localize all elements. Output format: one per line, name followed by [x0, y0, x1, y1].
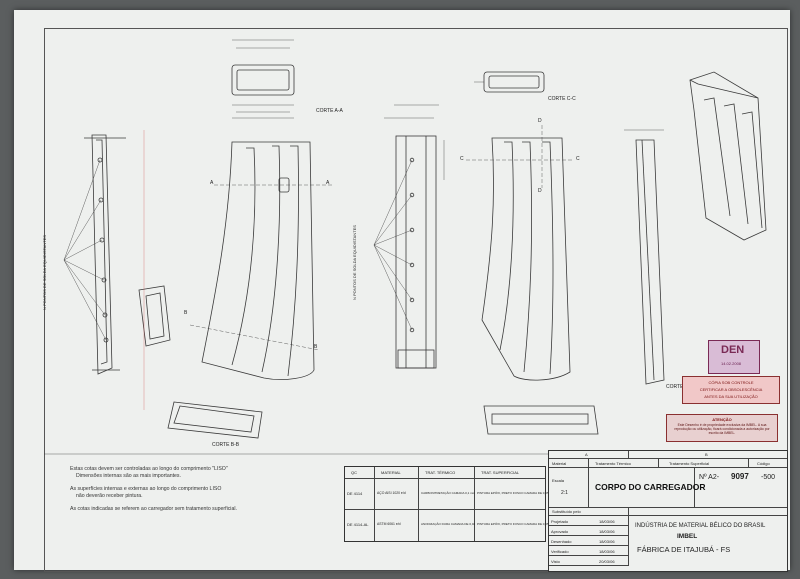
- tb-row-label: Projetado: [551, 519, 569, 524]
- attention-text: Este Desenho é de propriedade exclusiva …: [674, 423, 770, 435]
- tb-company-line1: INDÚSTRIA DE MATERIAL BÉLICO DO BRASIL: [635, 523, 766, 529]
- mat-row2-qc: DE 4114-AL: [347, 522, 369, 527]
- copy-line-2: CERTIFICAR A OBSOLESCÊNCIA: [699, 387, 763, 392]
- section-aa-label: CORTE A-A: [316, 108, 343, 114]
- section-cc-profile: [483, 71, 545, 93]
- note-2b: não deverão receber pintura.: [76, 493, 143, 499]
- title-block: A B Material Tratamento Térmico Tratamen…: [548, 450, 788, 572]
- approval-stamp: DEN 14.02.2008: [708, 340, 760, 374]
- copy-line-1: CÓPIA SOB CONTROLE: [708, 380, 754, 385]
- attention-title: ATENÇÃO: [712, 417, 732, 422]
- tb-factory: FÁBRICA DE ITAJUBÁ - FS: [637, 545, 731, 554]
- tb-code: Código: [757, 461, 770, 466]
- cut-marker-d-top: D: [538, 118, 542, 124]
- side-view-left-outline: [91, 134, 113, 375]
- tb-row-date: 18/03/06: [599, 549, 615, 554]
- tb-row-date: 20/03/06: [599, 559, 615, 564]
- tb-drawing-prefix: Nº A2-: [699, 474, 720, 481]
- section-bb-label: CORTE B-B: [212, 442, 240, 448]
- mat-row2-material: ASTM 6061 e/d: [377, 522, 401, 526]
- note-1a: Estas cotas devem ser controladas ao lon…: [70, 466, 228, 472]
- tb-drawing-number: 9097: [731, 472, 749, 481]
- cut-marker-a-left: A: [210, 180, 214, 186]
- attention-notice: ATENÇÃO Este Desenho é de propriedade ex…: [666, 414, 778, 442]
- tb-surface-treat: Tratamento Superficial: [669, 461, 710, 466]
- mat-row2-heat: ANODIZAÇÃO DURA CAMADA DE 0,02: [421, 522, 476, 526]
- stamp-date: 14.02.2008: [721, 361, 742, 366]
- stamp-label: DEN: [721, 344, 745, 356]
- tb-title: CORPO DO CARREGADOR: [595, 482, 706, 492]
- mat-row1-heat: CARBONITRETAÇÃO CAMADA 0,1 mm: [421, 491, 476, 495]
- spot-weld-note-left: N PONTOS DE SOLDA EQUIDISTANTES: [42, 235, 47, 310]
- magazine-rear-view: [481, 137, 571, 381]
- mat-row1-material: AÇO AISI 1020 e/d: [377, 491, 406, 495]
- mat-row2-surface: PINTURA EPÓXI, PRETO FOSCO CAMADA DE 0,0…: [477, 522, 556, 526]
- cut-marker-c-right: C: [576, 156, 580, 162]
- technical-drawing: [44, 39, 786, 455]
- tb-row-date: 18/03/06: [599, 529, 615, 534]
- feed-lip-view: [483, 405, 599, 435]
- tb-row-label: Aprovado: [551, 529, 569, 534]
- section-dd-label: CORTE D-D: [666, 384, 694, 390]
- cut-marker-a-right: A: [326, 180, 330, 186]
- side-view-center-outline: [395, 135, 437, 369]
- drawing-sheet: CORTE A-A CORTE B-B CORTE C-C CORTE D-D …: [14, 10, 790, 572]
- copy-line-3: ANTES DA SUA UTILIZAÇÃO: [704, 394, 758, 399]
- tb-heat-treat: Tratamento Térmico: [595, 461, 631, 466]
- mat-header-surface: TRAT. SUPERFICIAL: [481, 470, 520, 475]
- section-dd-profile: [635, 139, 665, 385]
- section-cc-label: CORTE C-C: [548, 96, 576, 102]
- tb-col-a: A: [585, 452, 588, 457]
- spot-weld-holes: [97, 157, 109, 343]
- mat-header-heat: TRAT. TÉRMICO: [425, 470, 456, 475]
- tb-row-date: 18/03/06: [599, 519, 615, 524]
- cut-marker-b-right: B: [314, 344, 318, 350]
- note-1b: Dimensões internas são as mais important…: [76, 473, 181, 479]
- tb-scale-value: 2:1: [561, 490, 568, 496]
- mat-header-material: MATERIAL: [381, 470, 401, 475]
- note-2a: As superfícies internas e externas ao lo…: [70, 486, 222, 492]
- isometric-view: [689, 71, 767, 241]
- magazine-front-view: [201, 141, 315, 380]
- mat-row1-surface: PINTURA EPÓXI, PRETO FOSCO CAMADA DE 0,0…: [477, 491, 556, 495]
- follower-sketch: [138, 285, 171, 347]
- tb-material: Material: [552, 461, 567, 466]
- tb-company-line2: IMBEL: [677, 533, 698, 540]
- tb-row-label: Desenhado: [551, 539, 572, 544]
- section-aa-profile: [231, 64, 295, 96]
- materials-table: QC MATERIAL TRAT. TÉRMICO TRAT. SUPERFIC…: [344, 466, 556, 542]
- tb-signatures: Projetado 18/03/06 Aprovado 18/03/06 Desen…: [549, 516, 629, 566]
- spot-weld-note-center: N PONTOS DE SOLDA EQUIDISTANTES: [352, 225, 357, 300]
- cut-marker-b-left: B: [184, 310, 188, 316]
- tb-signed-label: Substituído pelo: [552, 509, 581, 514]
- drawing-frame: [44, 28, 788, 572]
- controlled-copy-stamp: CÓPIA SOB CONTROLE CERTIFICAR A OBSOLESC…: [682, 376, 780, 404]
- cut-marker-c-left: C: [460, 156, 464, 162]
- mat-header-qc: QC: [351, 470, 357, 475]
- section-bb-profile: [167, 401, 263, 439]
- tb-scale-label: Escala: [552, 478, 565, 483]
- tb-row-label: Visto: [551, 559, 560, 564]
- tb-drawing-suffix: -500: [761, 474, 776, 481]
- tb-col-b: B: [705, 452, 708, 457]
- mat-row1-qc: DE 4114: [347, 491, 363, 496]
- tb-row-date: 18/03/06: [599, 539, 615, 544]
- cut-marker-d-bottom: D: [538, 188, 542, 194]
- note-3: As cotas indicadas se referem ao carrega…: [70, 506, 237, 512]
- tb-row-label: Verificado: [551, 549, 569, 554]
